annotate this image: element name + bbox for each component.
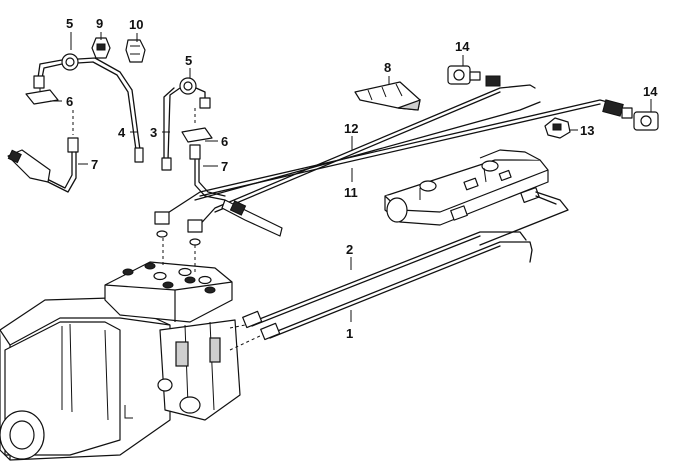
holder-8	[354, 81, 421, 111]
clip-9	[91, 37, 111, 59]
clip-10	[125, 39, 146, 63]
brake-line-1	[260, 241, 533, 341]
callout-1: 1	[346, 326, 353, 341]
brake-line-2	[242, 231, 527, 329]
callout-5-center: 5	[185, 53, 192, 68]
callout-6-center: 6	[221, 134, 228, 149]
distributor-fittings	[154, 199, 283, 246]
callout-10: 10	[129, 17, 143, 32]
callout-5-left: 5	[66, 16, 73, 31]
callout-8: 8	[384, 60, 391, 75]
callout-7-left: 7	[91, 157, 98, 172]
flex-hose-left	[7, 53, 144, 193]
abs-hydraulic-unit	[0, 238, 263, 461]
callout-11: 11	[344, 185, 358, 200]
clip-13	[544, 117, 571, 139]
flex-hose-center	[161, 77, 226, 201]
callout-6-left: 6	[66, 94, 73, 109]
leader-lines	[50, 32, 652, 322]
union-14-right	[602, 99, 659, 131]
callout-14-top: 14	[455, 39, 470, 54]
callouts: 5 9 10 6 4 7 5 3 6 7 8 14 12 11 14 13 2 …	[66, 16, 658, 341]
callout-2: 2	[346, 242, 353, 257]
callout-12: 12	[344, 121, 358, 136]
callout-13: 13	[580, 123, 594, 138]
brake-line-12	[194, 84, 541, 231]
callout-7-center: 7	[221, 159, 228, 174]
master-cylinder	[384, 149, 569, 246]
callout-3: 3	[150, 125, 157, 140]
union-14-top	[447, 65, 501, 87]
callout-9: 9	[96, 16, 103, 31]
callout-4: 4	[118, 125, 126, 140]
callout-14-right: 14	[643, 84, 658, 99]
